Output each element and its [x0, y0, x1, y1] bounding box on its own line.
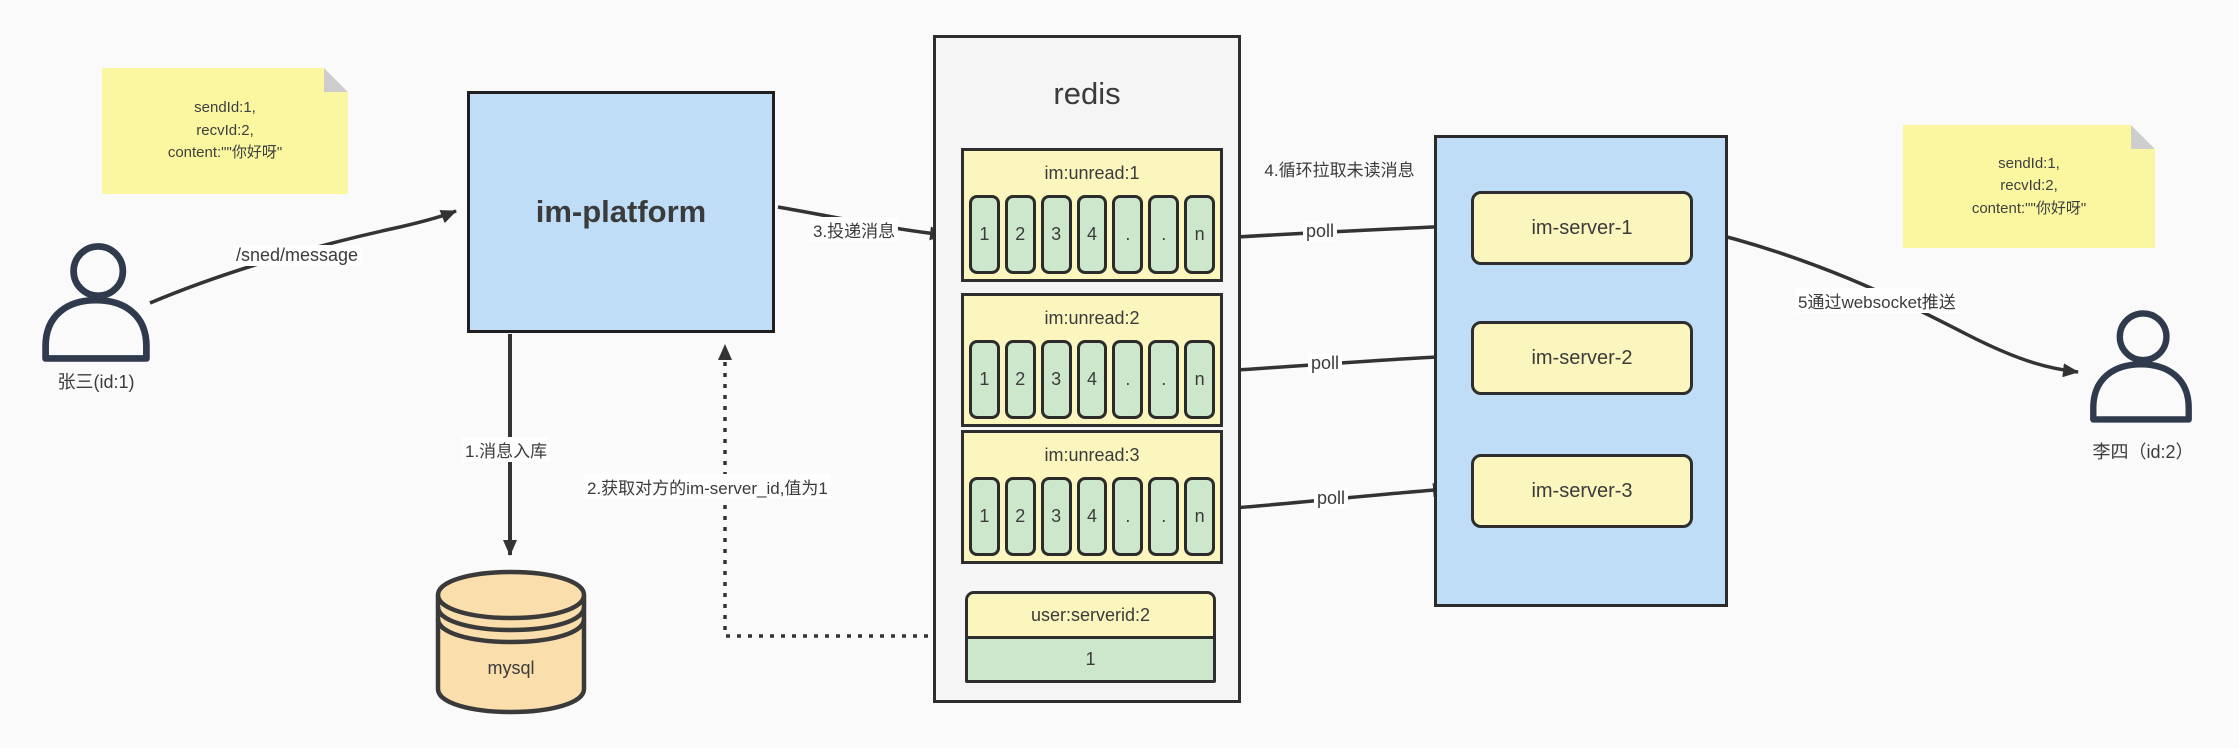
queue-cell: 4 — [1076, 477, 1108, 556]
redis-queue-unread-3: im:unread:3 1 2 3 4 . . n — [961, 430, 1223, 564]
edge-get-serverid-dotted — [718, 344, 961, 638]
queue-name: im:unread:1 — [1044, 163, 1140, 183]
queue-cell: . — [1112, 477, 1144, 556]
queue-cells: 1 2 3 4 . . n — [969, 477, 1216, 556]
mysql-label: mysql — [487, 658, 535, 678]
note-line: sendId:1, — [1998, 154, 2060, 172]
edge-label-poll-3: poll — [1314, 488, 1349, 509]
redis-kv-user-serverid: user:serverid:2 1 — [965, 591, 1216, 683]
edge-label-step4: 4.循环拉取未读消息 — [1264, 161, 1415, 180]
im-server-1-box: im-server-1 — [1471, 191, 1693, 265]
edge-label-send-message: /sned/message — [233, 245, 362, 266]
queue-cell: 1 — [969, 477, 1000, 556]
queue-name: im:unread:3 — [1044, 445, 1140, 465]
queue-cells: 1 2 3 4 . . n — [969, 195, 1216, 274]
kv-key: user:serverid:2 — [968, 594, 1213, 639]
edge-poll-1 — [1220, 219, 1457, 240]
note-line: content:""你好呀" — [167, 144, 283, 162]
edge-poll-2 — [1220, 349, 1457, 373]
queue-cell: 1 — [969, 340, 1000, 419]
queue-cell: 2 — [1004, 477, 1036, 556]
queue-cell: 4 — [1076, 340, 1108, 419]
edge-websocket-push — [1690, 226, 2079, 378]
queue-cell: n — [1184, 477, 1216, 556]
queue-cell: 3 — [1040, 340, 1072, 419]
redis-queue-unread-1: im:unread:1 1 2 3 4 . . n — [961, 148, 1223, 282]
im-server-pool: im-server-1 im-server-2 im-server-3 — [1434, 135, 1728, 607]
sender-label: 张三(id:1) — [57, 372, 135, 392]
receiver-user-icon — [2088, 310, 2194, 429]
edge-label-step3: 3.投递消息 — [810, 217, 899, 242]
queue-cell: . — [1148, 340, 1180, 419]
edge-label-poll-1: poll — [1303, 221, 1338, 242]
queue-cell: 2 — [1004, 340, 1036, 419]
redis-container: redis im:unread:1 1 2 3 4 . . n im:unrea… — [933, 35, 1241, 703]
im-server-1-label: im-server-1 — [1531, 216, 1633, 239]
queue-name: im:unread:2 — [1044, 308, 1140, 328]
edge-label-step2: 2.获取对方的im-server_id,值为1 — [584, 474, 831, 499]
queue-cell: 3 — [1040, 195, 1072, 274]
edge-send-message — [149, 209, 457, 305]
edge-label-poll-2: poll — [1308, 353, 1343, 374]
im-platform-title: im-platform — [535, 194, 707, 229]
queue-cell: n — [1184, 195, 1216, 274]
im-platform-box: im-platform — [467, 91, 775, 333]
queue-cell: . — [1112, 195, 1144, 274]
note-line: recvId:2, — [196, 121, 254, 139]
edge-label-step5: 5通过websocket推送 — [1795, 288, 1959, 313]
im-server-2-label: im-server-2 — [1531, 346, 1633, 369]
sticky-note-left: sendId:1, recvId:2, content:""你好呀" — [102, 68, 348, 194]
queue-cell: 4 — [1076, 195, 1108, 274]
note-line: sendId:1, — [194, 99, 256, 117]
queue-cell: 2 — [1004, 195, 1036, 274]
redis-queue-unread-2: im:unread:2 1 2 3 4 . . n — [961, 293, 1223, 427]
note-fold-icon — [2131, 125, 2155, 149]
im-server-3-label: im-server-3 — [1531, 479, 1633, 502]
queue-cell: . — [1148, 195, 1180, 274]
sender-user-icon — [40, 243, 152, 368]
redis-title: redis — [1053, 76, 1121, 111]
queue-cells: 1 2 3 4 . . n — [969, 340, 1216, 419]
note-line: content:""你好呀" — [1971, 199, 2087, 217]
note-line: recvId:2, — [2000, 177, 2058, 195]
sticky-note-right: sendId:1, recvId:2, content:""你好呀" — [1903, 125, 2155, 248]
im-server-2-box: im-server-2 — [1471, 321, 1693, 395]
queue-cell: 3 — [1040, 477, 1072, 556]
receiver-label: 李四（id:2） — [2092, 442, 2194, 462]
note-fold-icon — [324, 68, 348, 92]
queue-cell: . — [1148, 477, 1180, 556]
edge-label-step1: 1.消息入库 — [462, 437, 551, 462]
kv-value: 1 — [968, 639, 1213, 680]
queue-cell: . — [1112, 340, 1144, 419]
database-cylinder-icon — [435, 569, 587, 715]
queue-cell: n — [1184, 340, 1216, 419]
queue-cell: 1 — [969, 195, 1000, 274]
im-server-3-box: im-server-3 — [1471, 454, 1693, 528]
mysql-database: mysql — [433, 568, 589, 716]
